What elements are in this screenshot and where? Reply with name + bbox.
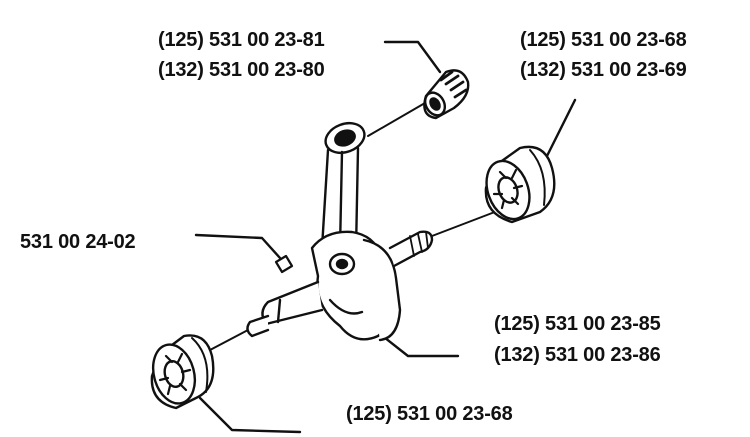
label-crankshaft-125: (125) 531 00 23-85 [494,313,661,335]
woodruff-key [274,254,294,274]
label-needle-bearing-125: (125) 531 00 23-81 [158,29,325,51]
leader-bearing-top-right [543,98,577,162]
ball-bearing-bottom-left [150,334,215,410]
label-bearing-top-right-125: (125) 531 00 23-68 [520,29,687,51]
needle-bearing [423,69,470,120]
leader-bearing-bottom-left [198,396,302,434]
crankshaft [246,230,434,342]
label-bearing-top-right-132: (132) 531 00 23-69 [520,59,687,81]
label-crankshaft-132: (132) 531 00 23-86 [494,344,661,366]
leader-needle-bearing [383,40,442,74]
ball-bearing-top-right [484,145,556,224]
label-needle-bearing-132: (132) 531 00 23-80 [158,59,325,81]
leader-key [194,233,282,260]
label-bearing-bottom-left-125: (125) 531 00 23-68 [346,403,513,425]
assembly-axis-lines [209,102,501,351]
leader-lines [194,40,577,434]
connecting-rod [320,121,366,252]
label-key: 531 00 24-02 [20,231,136,253]
